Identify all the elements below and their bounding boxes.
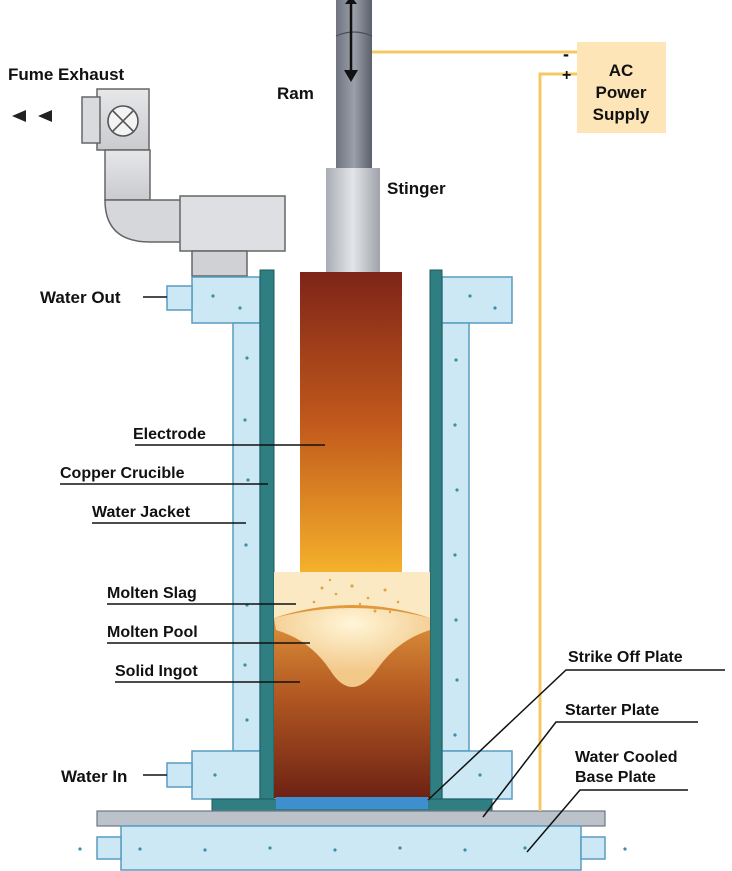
power-supply-plus: + [562,67,571,84]
water-cooled-base-plate [78,825,627,871]
water-cooled-base-plate-label-line1: Water Cooled [575,749,678,766]
stinger-label: Stinger [387,179,446,198]
leader-lines [60,296,725,853]
water-out-label: Water Out [40,288,121,307]
starter-plate [96,810,606,827]
power-wiring [372,50,580,811]
power-supply-minus: - [563,44,569,64]
water-jacket-dots [211,294,497,777]
starter-plate-label: Starter Plate [565,702,659,719]
electrode-label: Electrode [133,426,206,443]
water-in-label: Water In [61,767,127,786]
melt-zone [274,572,430,798]
solid-ingot-label: Solid Ingot [115,663,198,680]
power-supply-box [577,42,666,133]
water-jacket-label: Water Jacket [92,504,191,521]
ram-label: Ram [277,84,314,103]
copper-crucible [211,269,493,812]
copper-crucible-label: Copper Crucible [60,465,185,482]
water-cooled-base-plate-label-line2: Base Plate [575,769,656,786]
strike-off-plate-label: Strike Off Plate [568,649,683,666]
fume-exhaust-duct [12,88,286,277]
power-supply-line3: Supply [593,105,650,124]
fume-exhaust-label: Fume Exhaust [8,65,125,84]
molten-slag-label: Molten Slag [107,585,197,602]
power-supply-line1: AC [609,61,634,80]
ram-and-stinger [326,0,380,272]
water-jacket [166,276,513,800]
power-supply-line2: Power [595,83,646,102]
molten-pool-label: Molten Pool [107,624,198,641]
strike-off-plate [276,797,428,809]
electrode [300,272,402,579]
